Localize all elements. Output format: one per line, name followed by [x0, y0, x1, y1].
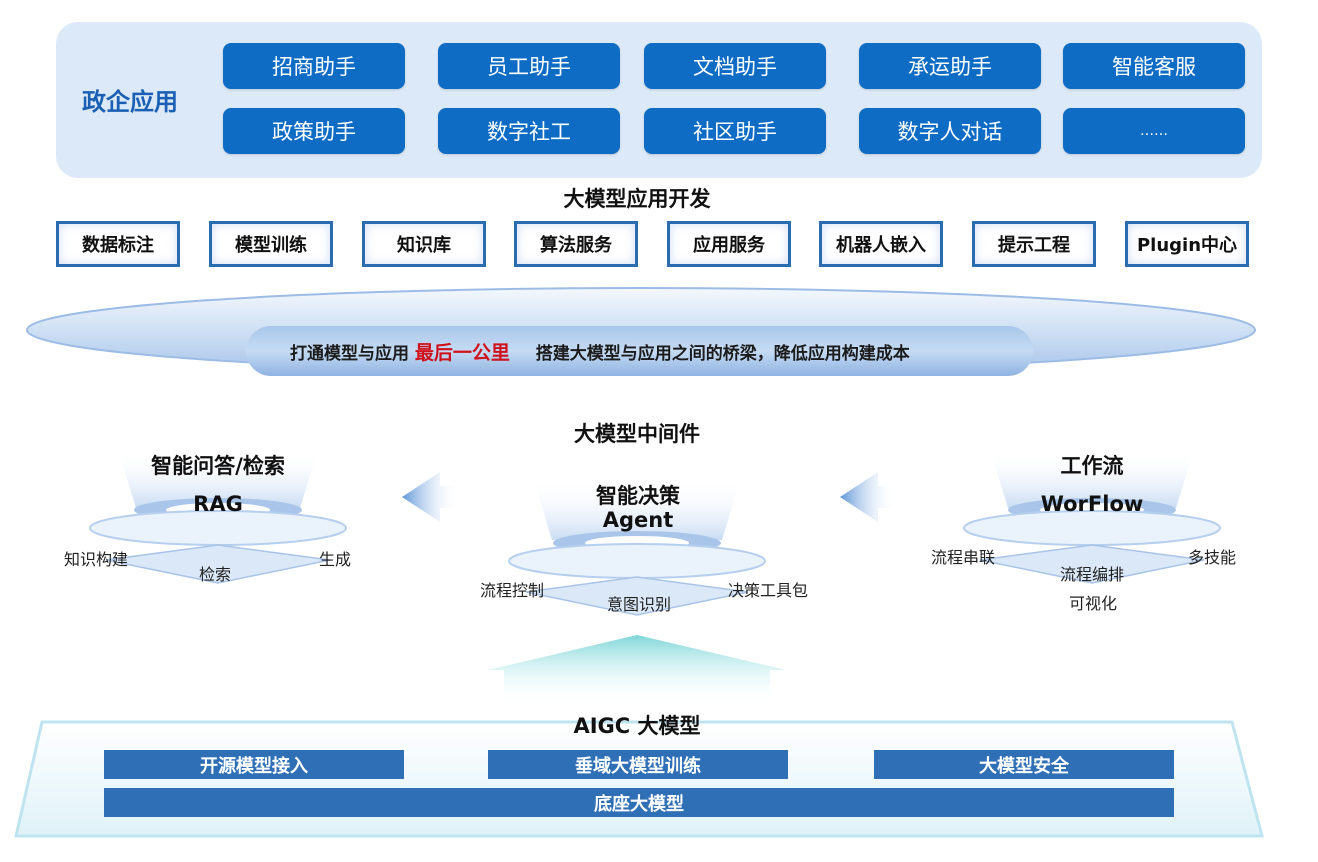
dev-item-knowledge: 知识库 [362, 221, 486, 267]
rag-right-label: 生成 [319, 550, 352, 569]
dev-section-title: 大模型应用开发 [563, 187, 711, 211]
app-button-wendang[interactable]: 文档助手 [644, 43, 826, 89]
app-button-zhengce[interactable]: 政策助手 [223, 108, 405, 154]
app-button-kefu[interactable]: 智能客服 [1063, 43, 1245, 89]
dev-item-annotation: 数据标注 [56, 221, 180, 267]
rag-title: 智能问答/检索 [151, 454, 285, 478]
app-button-yuangong[interactable]: 员工助手 [438, 43, 620, 89]
middleware-title: 大模型中间件 [574, 422, 700, 446]
dev-item-algorithm: 算法服务 [514, 221, 638, 267]
app-button-more[interactable]: …… [1063, 108, 1245, 154]
enterprise-apps-label: 政企应用 [82, 88, 178, 116]
workflow-center2-label: 可视化 [1069, 594, 1118, 613]
aigc-title: AIGC 大模型 [573, 714, 701, 738]
dev-item-app-service: 应用服务 [667, 221, 791, 267]
dev-item-training: 模型训练 [209, 221, 333, 267]
bar-security: 大模型安全 [874, 750, 1174, 779]
dev-item-plugin: Plugin中心 [1125, 221, 1249, 267]
app-button-shequ[interactable]: 社区助手 [644, 108, 826, 154]
workflow-name: WorFlow [1040, 492, 1144, 516]
arrow-up-icon [488, 635, 786, 705]
arrow-left-icon-2 [840, 472, 896, 522]
dev-item-prompt: 提示工程 [972, 221, 1096, 267]
rag-left-label: 知识构建 [64, 550, 129, 569]
app-button-shuziren[interactable]: 数字人对话 [859, 108, 1041, 154]
bar-base-model: 底座大模型 [104, 788, 1174, 817]
banner-part2: 搭建大模型与应用之间的桥梁，降低应用构建成本 [535, 344, 910, 364]
banner-slogan: 打通模型与应用 最后一公里 搭建大模型与应用之间的桥梁，降低应用构建成本 [290, 338, 910, 365]
arrow-left-icon [402, 472, 458, 522]
bar-domain-training: 垂域大模型训练 [488, 750, 788, 779]
banner-highlight: 最后一公里 [414, 342, 510, 364]
agent-title: 智能决策 [596, 484, 680, 508]
banner-pill [246, 326, 1033, 376]
workflow-left-label: 流程串联 [931, 548, 996, 567]
app-button-zhaoshang[interactable]: 招商助手 [223, 43, 405, 89]
rag-name: RAG [193, 492, 243, 516]
workflow-right-label: 多技能 [1188, 548, 1237, 567]
app-button-chengyun[interactable]: 承运助手 [859, 43, 1041, 89]
rag-center-label: 检索 [199, 565, 232, 584]
bar-open-source: 开源模型接入 [104, 750, 404, 779]
agent-center-label: 意图识别 [607, 595, 672, 614]
agent-right-label: 决策工具包 [728, 581, 809, 600]
workflow-center-label: 流程编排 [1060, 565, 1125, 584]
rag-graphic [89, 450, 347, 584]
banner-part1: 打通模型与应用 [290, 344, 409, 364]
workflow-title: 工作流 [1060, 454, 1124, 478]
agent-graphic [508, 480, 766, 616]
agent-name: Agent [602, 508, 674, 532]
app-button-shugong[interactable]: 数字社工 [438, 108, 620, 154]
agent-left-label: 流程控制 [480, 581, 545, 600]
dev-item-robot: 机器人嵌入 [819, 221, 943, 267]
workflow-graphic [963, 450, 1221, 584]
